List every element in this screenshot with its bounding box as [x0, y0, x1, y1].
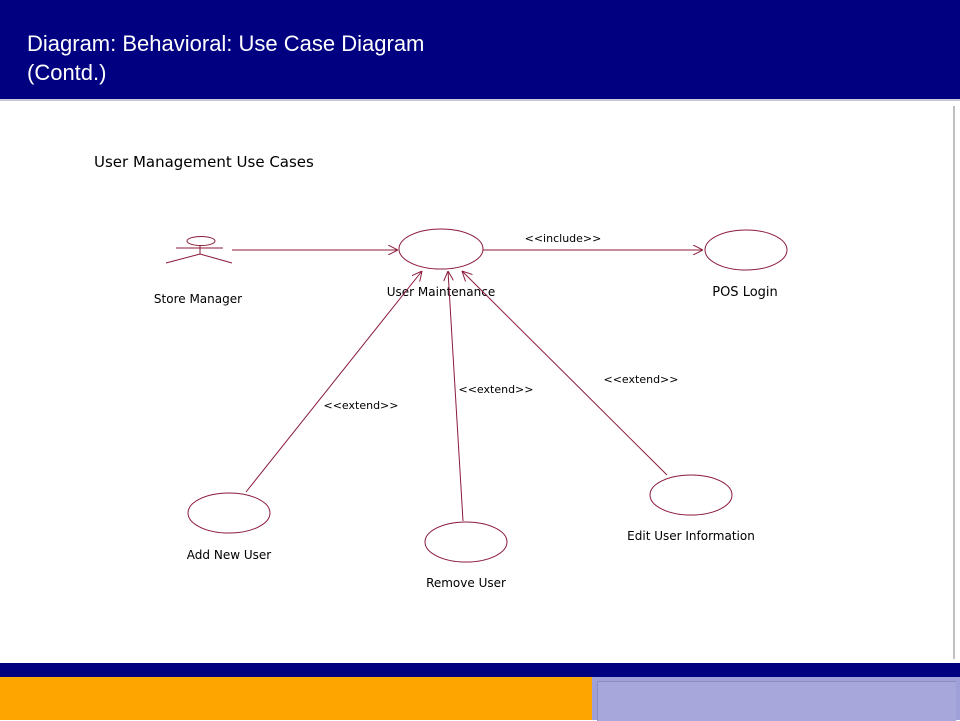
- extend-add-new-user: [245, 271, 422, 493]
- footer-lavender-bar: [592, 677, 960, 721]
- footer-orange-bar: [0, 677, 592, 720]
- actor-right-leg: [199, 253, 233, 264]
- diagram-heading: User Management Use Cases: [94, 153, 314, 171]
- extend-remove-user: [448, 271, 464, 522]
- use-case-add-new-user: [187, 492, 271, 534]
- use-case-remove-user: [424, 521, 508, 563]
- extend-edit-user-information: [462, 271, 668, 476]
- actor-label: Store Manager: [154, 292, 242, 306]
- slide-title-line-1: Diagram: Behavioral: Use Case Diagram: [27, 31, 425, 56]
- slide-header: Diagram: Behavioral: Use Case Diagram (C…: [0, 0, 960, 100]
- use-case-user-maintenance: [398, 228, 484, 270]
- use-case-edit-user-information-label: Edit User Information: [627, 529, 755, 543]
- extend-edit-user-information-stereotype: <<extend>>: [604, 373, 679, 386]
- use-case-pos-login-label: POS Login: [712, 285, 778, 300]
- use-case-add-new-user-label: Add New User: [187, 548, 271, 562]
- footer-lavender-panel: [597, 681, 956, 721]
- extend-remove-user-stereotype: <<extend>>: [459, 383, 534, 396]
- header-divider: [0, 99, 960, 101]
- slide-title-line-2: (Contd.): [27, 60, 107, 85]
- include-stereotype: <<include>>: [525, 232, 602, 245]
- actor-head: [186, 236, 216, 246]
- use-case-edit-user-information: [649, 474, 733, 516]
- actor-left-leg: [165, 253, 201, 264]
- use-case-user-maintenance-label: User Maintenance: [387, 285, 495, 299]
- use-case-pos-login: [704, 229, 788, 271]
- extend-add-new-user-stereotype: <<extend>>: [324, 399, 399, 412]
- use-case-remove-user-label: Remove User: [426, 576, 506, 590]
- slide-title: Diagram: Behavioral: Use Case Diagram (C…: [27, 29, 627, 87]
- diagram-frame: [3, 106, 955, 659]
- footer-navy-bar: [0, 663, 960, 677]
- actor-store-manager: Store Manager: [154, 236, 242, 306]
